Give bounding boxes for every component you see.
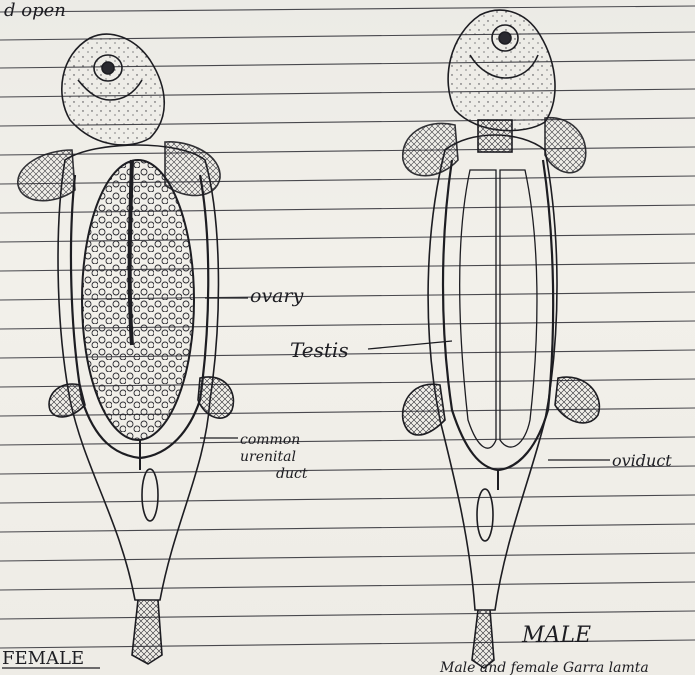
caption-text: Male and female Garra lamta: [439, 660, 649, 675]
female-head: [62, 34, 164, 145]
label-ovary: ovary: [250, 285, 304, 307]
label-male: MALE: [521, 623, 591, 648]
male-fish-drawing: [403, 10, 600, 668]
label-female: FEMALE: [2, 648, 84, 669]
female-left-pectoral-fin: [18, 150, 75, 201]
male-left-pelvic-fin: [403, 384, 445, 435]
male-anal-fin: [477, 489, 493, 541]
label-testis: Testis: [290, 338, 349, 362]
female-left-pelvic-fin: [49, 384, 85, 417]
male-gonad-cap: [478, 120, 512, 152]
male-right-pelvic-fin: [555, 377, 599, 423]
female-fish-drawing: [18, 34, 234, 664]
male-right-pectoral-fin: [545, 118, 586, 173]
male-left-pectoral-fin: [403, 123, 458, 175]
female-tail: [132, 600, 162, 664]
male-testis-left: [460, 170, 496, 448]
label-oviduct: oviduct: [612, 451, 672, 470]
female-ovary: [82, 160, 194, 440]
label-common-duct-line1: common: [240, 432, 300, 448]
male-testis-right: [500, 170, 537, 447]
label-common-duct-line2: urenital: [240, 449, 296, 465]
top-text: d open: [4, 0, 66, 21]
label-common-duct-line3: duct: [276, 466, 308, 482]
male-head: [448, 10, 555, 130]
female-anal-fin: [142, 469, 158, 521]
female-right-pelvic-fin: [198, 377, 233, 418]
